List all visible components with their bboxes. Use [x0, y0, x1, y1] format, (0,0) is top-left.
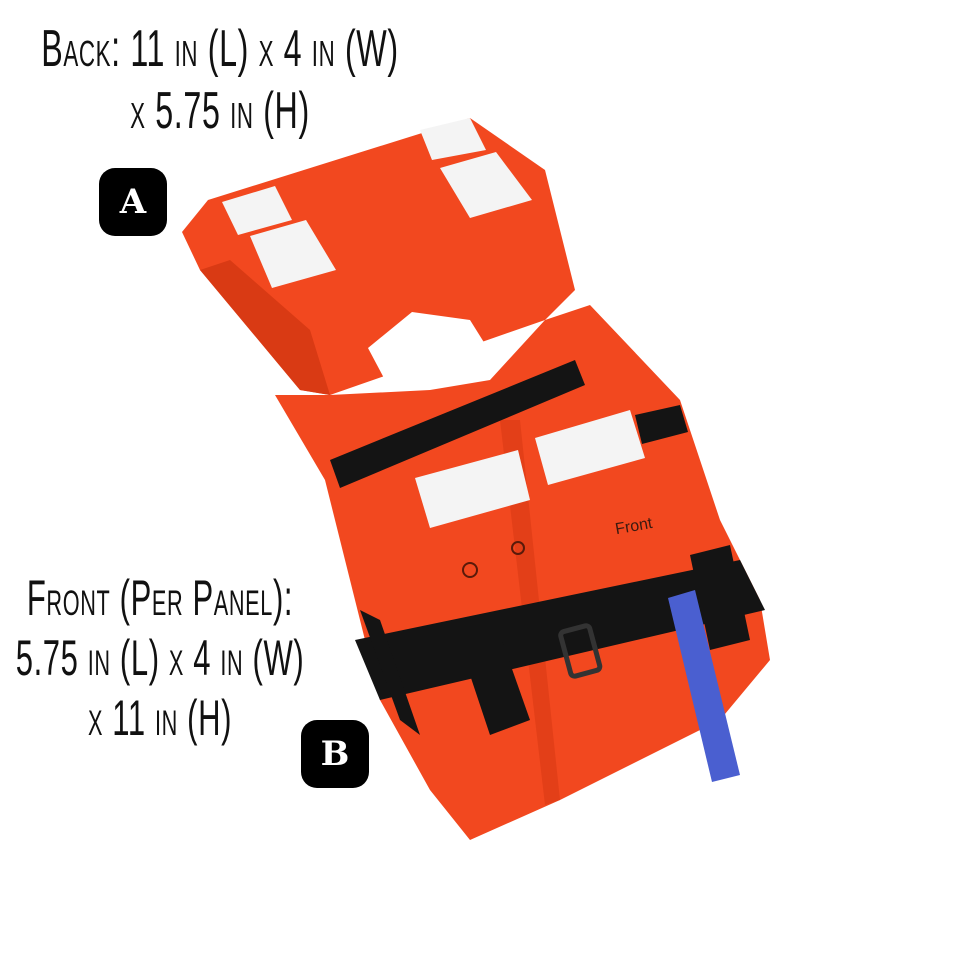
- back-dimensions-line-2: x 5.75 in (H): [130, 82, 310, 141]
- reflective-patch: [250, 220, 336, 288]
- waist-strap: [355, 560, 765, 700]
- reflective-patch: [222, 186, 292, 235]
- certification-mark: [511, 541, 525, 555]
- reflective-patch: [415, 450, 530, 528]
- chest-strap-right: [635, 405, 688, 444]
- back-dimensions-line-1: Back: 11 in (L) x 4 in (W): [41, 20, 399, 78]
- certification-mark: [462, 562, 478, 578]
- neck-opening: [368, 312, 490, 390]
- back-dimensions-caption: Back: 11 in (L) x 4 in (W) x 5.75 in (H): [28, 18, 412, 143]
- pull-tab: [668, 590, 740, 782]
- buckle: [558, 623, 603, 679]
- front-dimensions-line-3: x 11 in (H): [87, 690, 233, 746]
- front-dimensions-caption: Front (Per Panel): 5.75 in (L) x 4 in (W…: [0, 568, 352, 748]
- badge-a: A: [99, 168, 167, 236]
- chest-strap: [330, 360, 585, 488]
- front-dimensions-line-1: Front (Per Panel):: [26, 570, 294, 626]
- reflective-patch: [420, 118, 486, 160]
- front-dimensions-line-2: 5.75 in (L) x 4 in (W): [15, 630, 305, 686]
- reflective-patch: [535, 410, 645, 485]
- badge-b: B: [301, 720, 369, 788]
- reflective-patch: [440, 152, 532, 218]
- front-label: Front: [614, 515, 654, 538]
